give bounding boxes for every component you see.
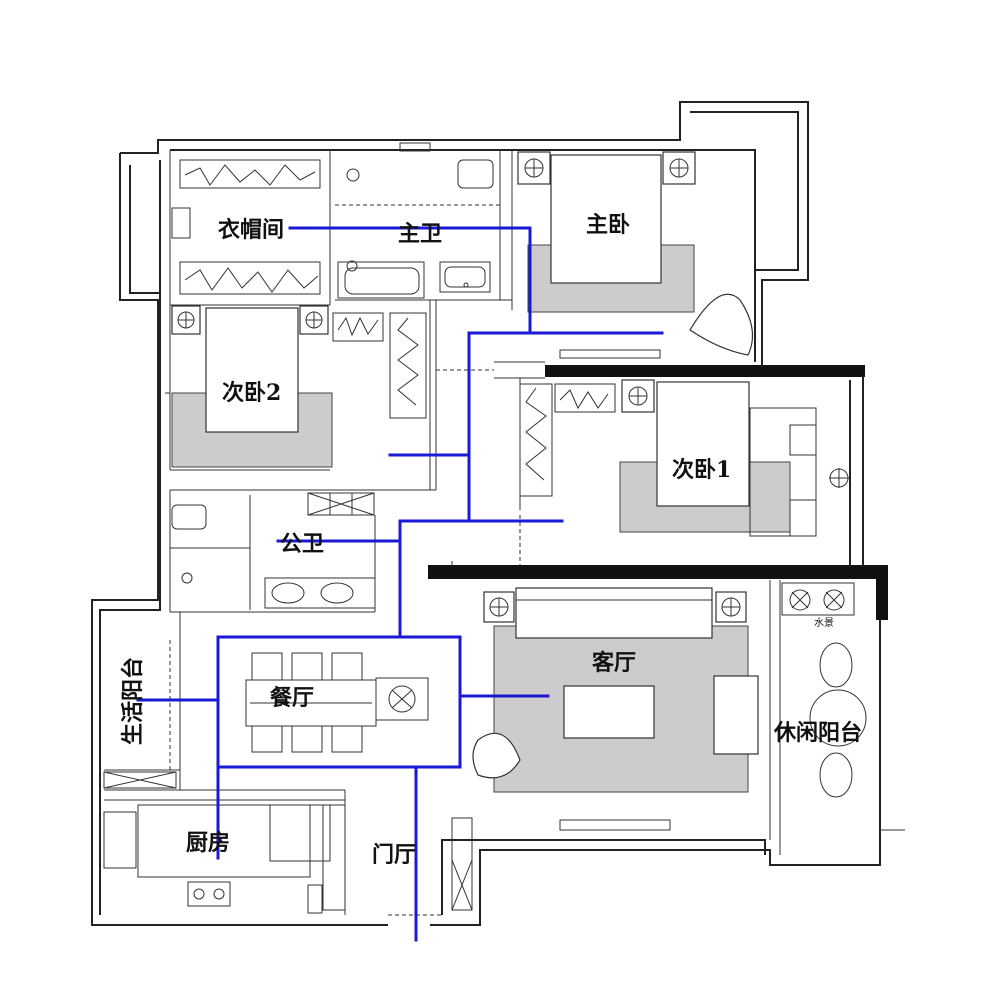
living-furniture bbox=[472, 587, 759, 831]
circulation-lines bbox=[136, 226, 664, 942]
structural-wall-upper bbox=[545, 365, 865, 377]
label-bedroom2: 次卧2 bbox=[222, 380, 281, 406]
leisure-balcony-furniture bbox=[781, 582, 867, 798]
dining-furniture bbox=[245, 652, 429, 753]
public-bath-fixtures bbox=[171, 492, 376, 609]
bedroom1-furniture bbox=[519, 379, 849, 537]
tv-cabinet bbox=[713, 675, 759, 755]
bedroom1-bed bbox=[656, 381, 750, 507]
label-master-bedroom: 主卧 bbox=[586, 212, 630, 238]
label-living: 客厅 bbox=[592, 650, 636, 676]
label-water-bar: 水景 bbox=[814, 617, 834, 629]
master-bedroom-furniture bbox=[517, 151, 754, 359]
structural-wall-lower bbox=[428, 565, 888, 579]
bedroom2-bed bbox=[205, 307, 299, 433]
label-leisure-balcony: 休闲阳台 bbox=[773, 720, 862, 746]
label-public-bath: 公卫 bbox=[280, 531, 324, 557]
label-bedroom1: 次卧1 bbox=[672, 457, 731, 483]
label-utility-balcony: 生活阳台 bbox=[120, 657, 146, 745]
room-labels: 衣帽间 主卫 主卧 次卧2 次卧1 公卫 餐厅 客厅 休闲阳台 厨房 门厅 生活… bbox=[120, 212, 862, 868]
label-closet: 衣帽间 bbox=[218, 217, 284, 243]
sofa bbox=[515, 587, 713, 639]
kitchen-furniture bbox=[103, 771, 473, 914]
master-bath-fixtures bbox=[337, 142, 494, 299]
bedroom2-furniture bbox=[165, 305, 427, 468]
outer-walls bbox=[91, 101, 905, 926]
closet-furniture bbox=[171, 159, 321, 295]
coffee-table bbox=[563, 685, 655, 739]
master-bed bbox=[550, 154, 662, 284]
label-dining: 餐厅 bbox=[270, 685, 314, 711]
label-master-bath: 主卫 bbox=[398, 221, 442, 247]
structural-wall-right bbox=[876, 565, 888, 620]
label-foyer: 门厅 bbox=[372, 842, 416, 868]
dashed-openings bbox=[169, 204, 771, 916]
label-kitchen: 厨房 bbox=[186, 830, 230, 856]
